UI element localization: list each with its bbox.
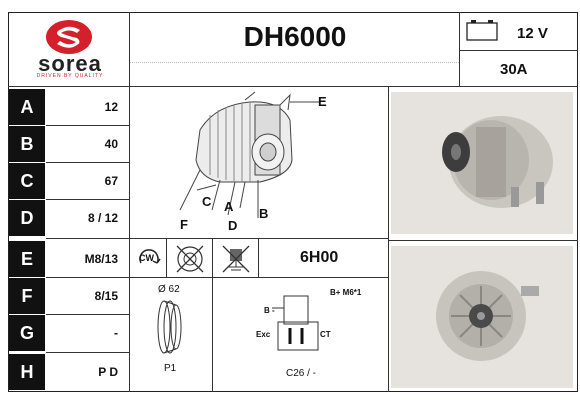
diagram-label-b: B (259, 206, 269, 221)
row-sep (46, 162, 129, 163)
connector-exc: Exc (256, 330, 271, 339)
icon-divider (258, 238, 259, 277)
row-label-b: B (9, 126, 45, 162)
brand-tagline: DRIVEN BY QUALITY (36, 73, 104, 79)
code-dotted (130, 62, 459, 63)
row-value-g: - (114, 326, 118, 340)
row-label-e: E (9, 241, 45, 277)
code-subdivider (459, 50, 578, 51)
alternator-photo-back (391, 246, 573, 388)
diagram-label-f: F (180, 217, 188, 232)
diagram-label-c: C (202, 194, 212, 209)
row-value-b: 40 (104, 137, 118, 151)
connector-b-plus: B+ M6*1 (330, 288, 362, 297)
no-ground-icon (220, 243, 252, 275)
header-divider (8, 86, 578, 87)
part-code: DH6000 (243, 21, 347, 52)
photo-sep (388, 240, 578, 241)
connector-b-minus: B - (264, 306, 275, 315)
rotation-label: CW (139, 253, 154, 263)
regulator-code: 6H00 (300, 249, 339, 266)
row-value-d: 8 / 12 (87, 211, 118, 225)
row-sep (46, 125, 129, 126)
rotation-cw-icon: CW (136, 246, 162, 272)
amperage-value: 30A (500, 61, 528, 78)
row-sep (46, 277, 389, 278)
row-value-e: M8/13 (84, 252, 118, 266)
connector-drawing (272, 294, 326, 354)
no-fan-icon (174, 243, 206, 275)
row-value-f: 8/15 (94, 289, 118, 303)
row-sep (46, 238, 389, 239)
row-value-c: 67 (104, 174, 118, 188)
diagram-label-d: D (228, 218, 238, 233)
row-label-g: G (9, 315, 45, 351)
row-sep (46, 352, 129, 353)
connector-code: C26 / - (286, 368, 317, 379)
alternator-drawing: E C A B F D (140, 90, 380, 235)
brand-name: sorea (38, 51, 102, 76)
row-value-h: P D (98, 365, 118, 379)
row-value-a: 12 (104, 100, 118, 114)
photo-divider (388, 86, 389, 392)
logo-divider (129, 12, 130, 86)
battery-icon (466, 18, 500, 42)
spec-sheet-frame (8, 12, 578, 392)
diagram-label-e: E (318, 94, 327, 109)
value-divider (129, 86, 130, 392)
code-divider (459, 12, 460, 86)
alternator-photo-side (391, 92, 573, 234)
row-label-c: C (9, 163, 45, 199)
diagram-label-a: A (224, 199, 234, 214)
icon-divider (166, 238, 167, 277)
connector-ct: CT (320, 330, 331, 339)
row-label-d: D (9, 200, 45, 236)
icon-divider (212, 238, 213, 392)
row-sep (46, 199, 129, 200)
row-sep (46, 314, 129, 315)
pulley-diameter: Ø 62 (158, 284, 180, 295)
row-label-a: A (9, 89, 45, 125)
pulley-type: P1 (164, 363, 177, 374)
row-label-h: H (9, 354, 45, 390)
voltage-value: 12 V (517, 25, 548, 42)
brand-logo: sorea DRIVEN BY QUALITY (30, 18, 110, 80)
row-label-f: F (9, 278, 45, 314)
pulley-drawing (154, 298, 184, 356)
